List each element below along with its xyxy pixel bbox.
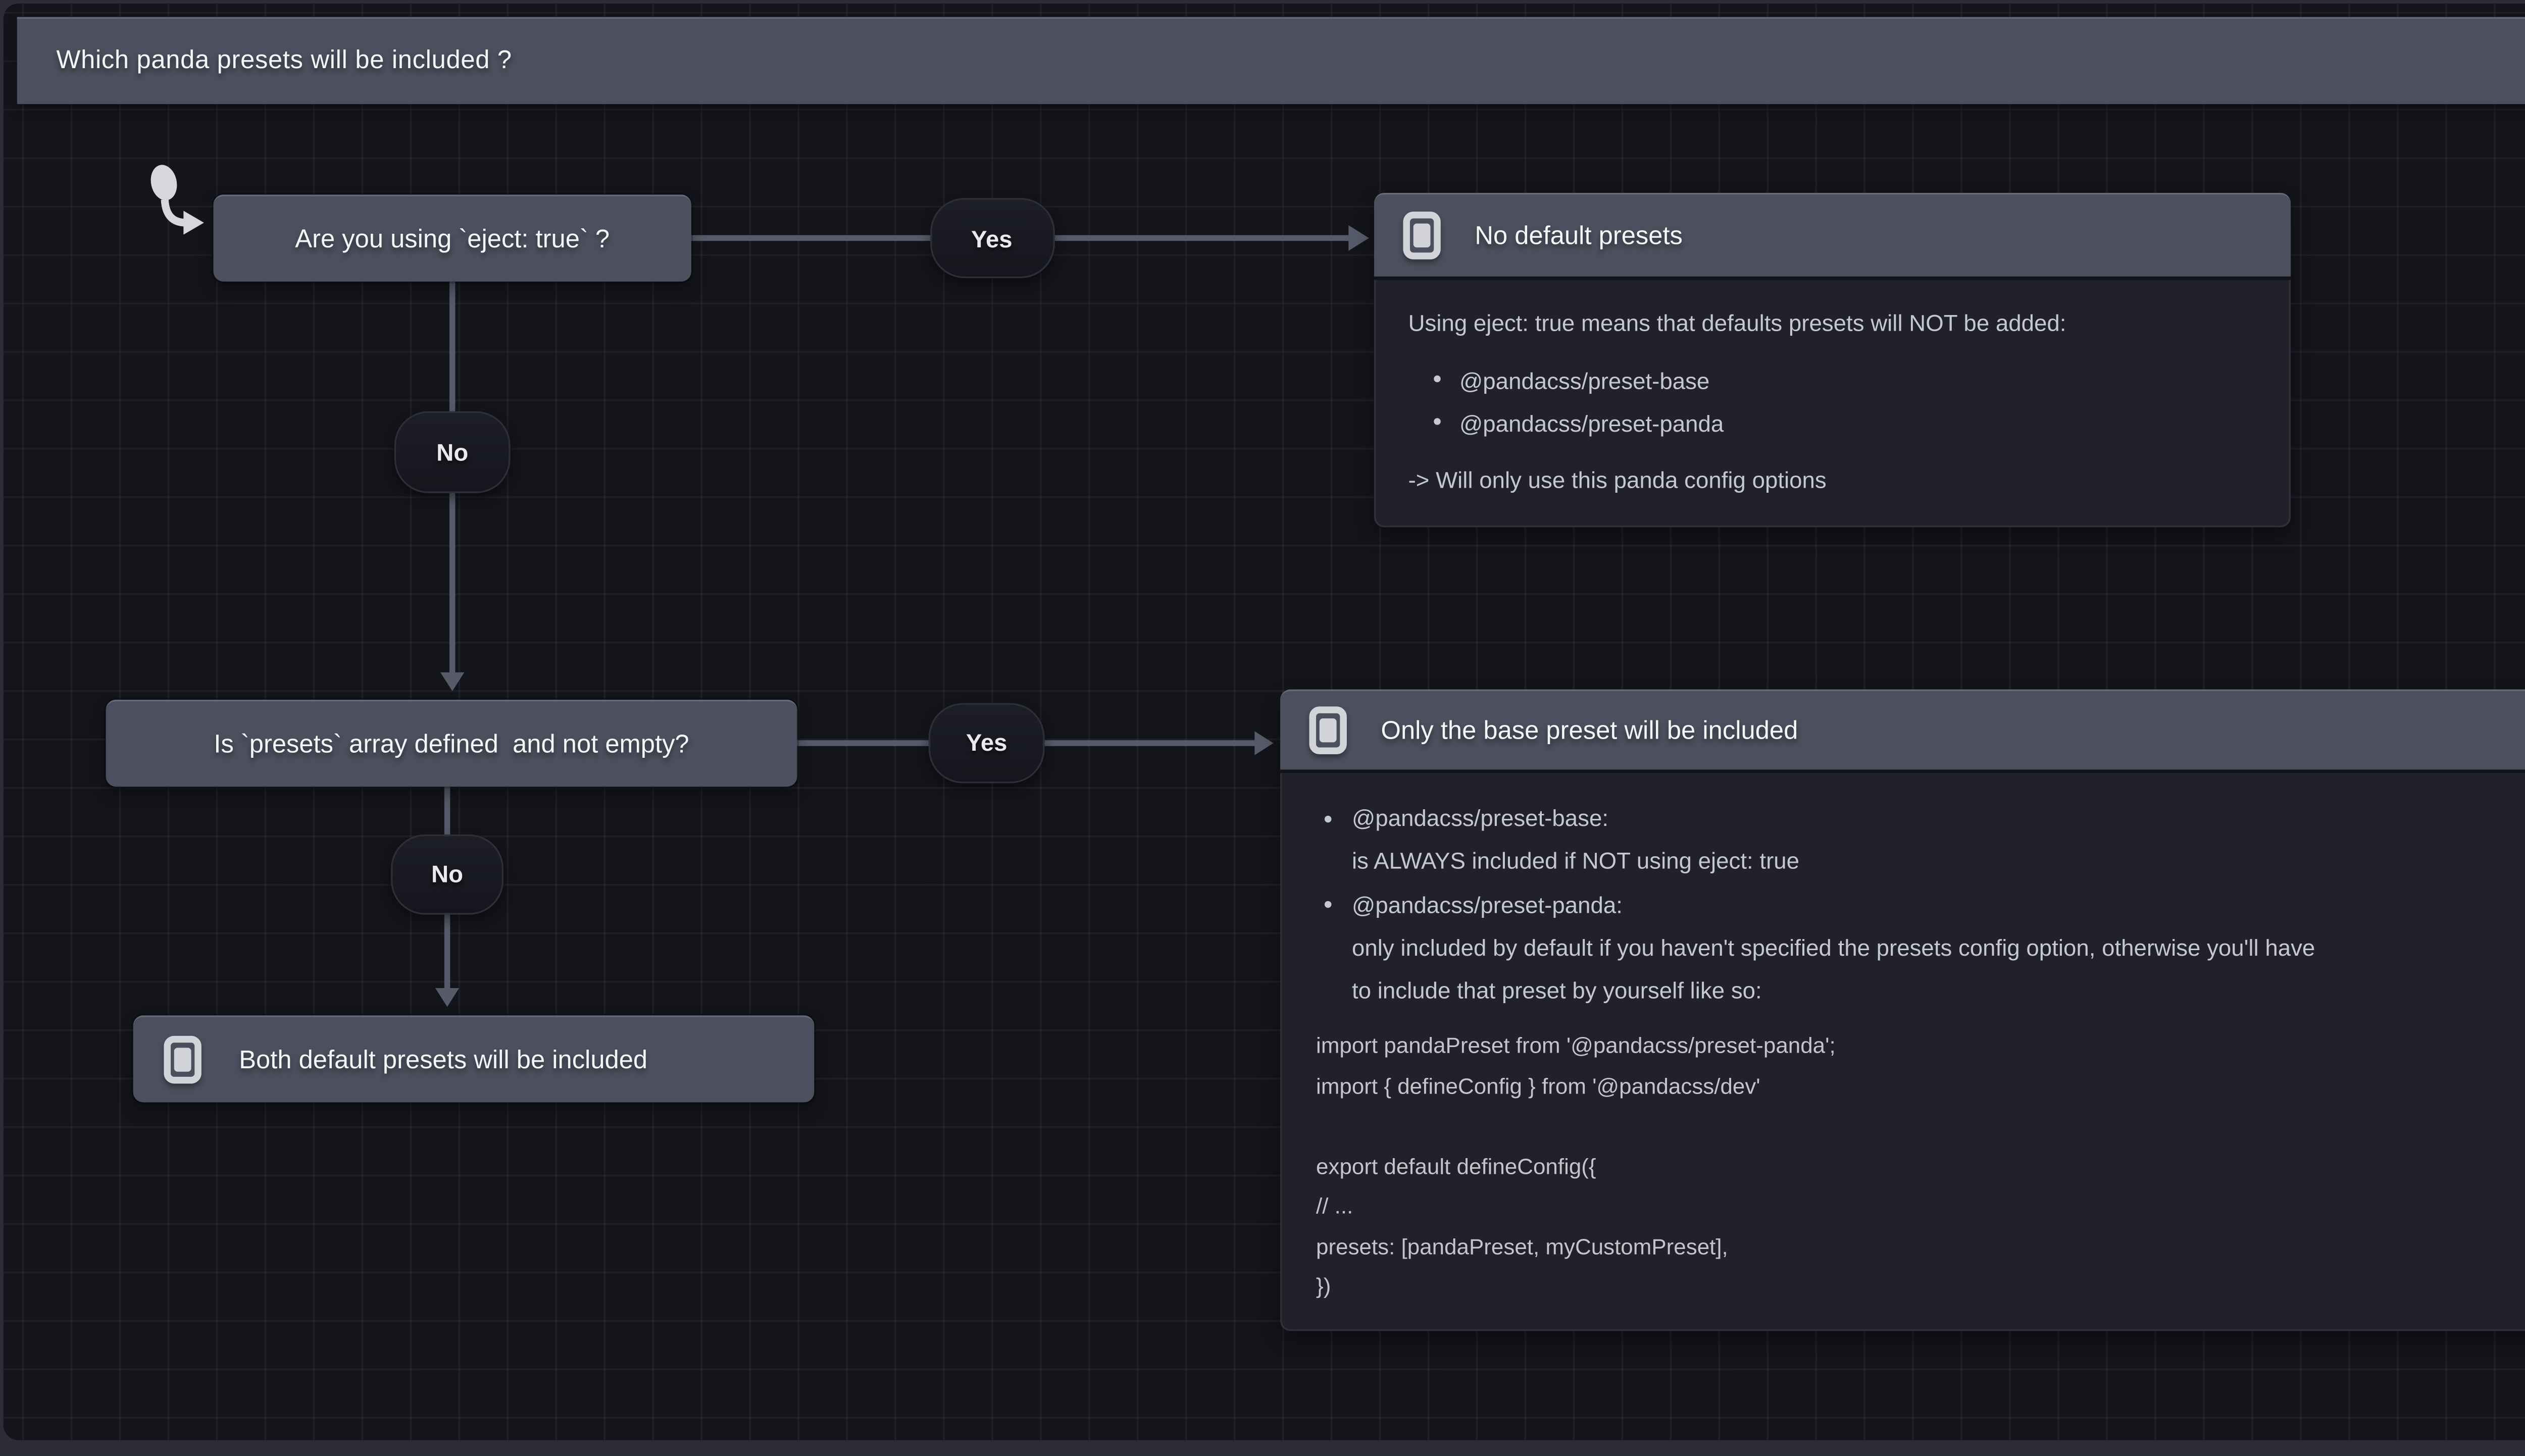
edge-label-text: No xyxy=(436,437,469,465)
edge-label-text: Yes xyxy=(966,729,1007,756)
bullet-text: @pandacss/preset-base: xyxy=(1352,805,1609,831)
edge-label-yes-1[interactable]: Yes xyxy=(929,198,1054,278)
code-line: presets: [pandaPreset, myCustomPreset], xyxy=(1316,1233,1728,1259)
panel-header: No default presets xyxy=(1374,192,2291,280)
code-line: // ... xyxy=(1316,1193,1353,1219)
page-title: Which panda presets will be included ? xyxy=(56,46,512,76)
bullet-item: @pandacss/preset-base: is ALWAYS include… xyxy=(1324,797,2525,883)
edge-label-no-2[interactable]: No xyxy=(391,834,504,914)
bullet-text: @pandacss/preset-panda: xyxy=(1352,892,1623,918)
bullet-dot xyxy=(1434,418,1441,425)
bullet-item: @pandacss/preset-panda: only included by… xyxy=(1324,883,2525,1013)
bullet-list: @pandacss/preset-base @pandacss/preset-p… xyxy=(1408,360,2258,445)
node-result-both-presets[interactable]: Both default presets will be included xyxy=(133,1015,815,1103)
diagram-title-bar[interactable]: Which panda presets will be included ? xyxy=(17,16,2525,105)
node-label: Both default presets will be included xyxy=(239,1045,648,1074)
bullet-text: @pandacss/preset-panda xyxy=(1459,411,1724,437)
bullet-dot xyxy=(1324,901,1332,908)
panel-body: @pandacss/preset-base: is ALWAYS include… xyxy=(1280,773,2525,1331)
bullet-text: @pandacss/preset-base xyxy=(1459,369,1710,394)
edge-label-text: Yes xyxy=(971,224,1013,252)
edge-label-yes-2[interactable]: Yes xyxy=(928,702,1045,783)
code-line: import { defineConfig } from '@pandacss/… xyxy=(1316,1073,1760,1099)
code-block: import pandaPreset from '@pandacss/prese… xyxy=(1316,1026,2525,1306)
bullet-dot xyxy=(1324,814,1332,822)
panel-title: Only the base preset will be included xyxy=(1381,715,1798,745)
code-line: export default defineConfig({ xyxy=(1316,1153,1596,1179)
bullet-text: is ALWAYS included if NOT using eject: t… xyxy=(1352,848,1800,874)
code-line: }) xyxy=(1316,1273,1331,1298)
code-line xyxy=(1316,1106,2525,1146)
node-question-presets-array[interactable]: Is `presets` array defined and not empty… xyxy=(106,699,797,787)
square-in-square-icon xyxy=(164,1035,201,1084)
bullet-item: @pandacss/preset-panda xyxy=(1408,403,2258,446)
panel-base-preset-only[interactable]: Only the base preset will be included @p… xyxy=(1280,689,2525,1331)
panel-body: Using eject: true means that defaults pr… xyxy=(1374,280,2291,528)
edge-label-text: No xyxy=(431,860,464,888)
panel-no-default-presets[interactable]: No default presets Using eject: true mea… xyxy=(1374,192,2291,528)
square-in-square-icon xyxy=(1403,212,1441,259)
code-line: import pandaPreset from '@pandacss/prese… xyxy=(1316,1033,1836,1059)
panel-header: Only the base preset will be included xyxy=(1280,689,2525,773)
node-label: Is `presets` array defined and not empty… xyxy=(214,729,689,759)
bullet-item: @pandacss/preset-base xyxy=(1408,360,2258,403)
bullet-dot xyxy=(1434,375,1441,383)
outro-text: -> Will only use this panda config optio… xyxy=(1408,467,1827,493)
node-question-eject[interactable]: Are you using `eject: true` ? xyxy=(213,194,691,282)
edge-label-no-1[interactable]: No xyxy=(394,410,511,493)
panel-title: No default presets xyxy=(1475,221,1683,250)
bullet-text: only included by default if you haven't … xyxy=(1352,934,2315,961)
square-in-square-icon xyxy=(1309,706,1347,755)
node-label: Are you using `eject: true` ? xyxy=(295,224,610,253)
intro-text: Using eject: true means that defaults pr… xyxy=(1408,310,2066,336)
bullet-text: to include that preset by yourself like … xyxy=(1352,978,1762,1004)
